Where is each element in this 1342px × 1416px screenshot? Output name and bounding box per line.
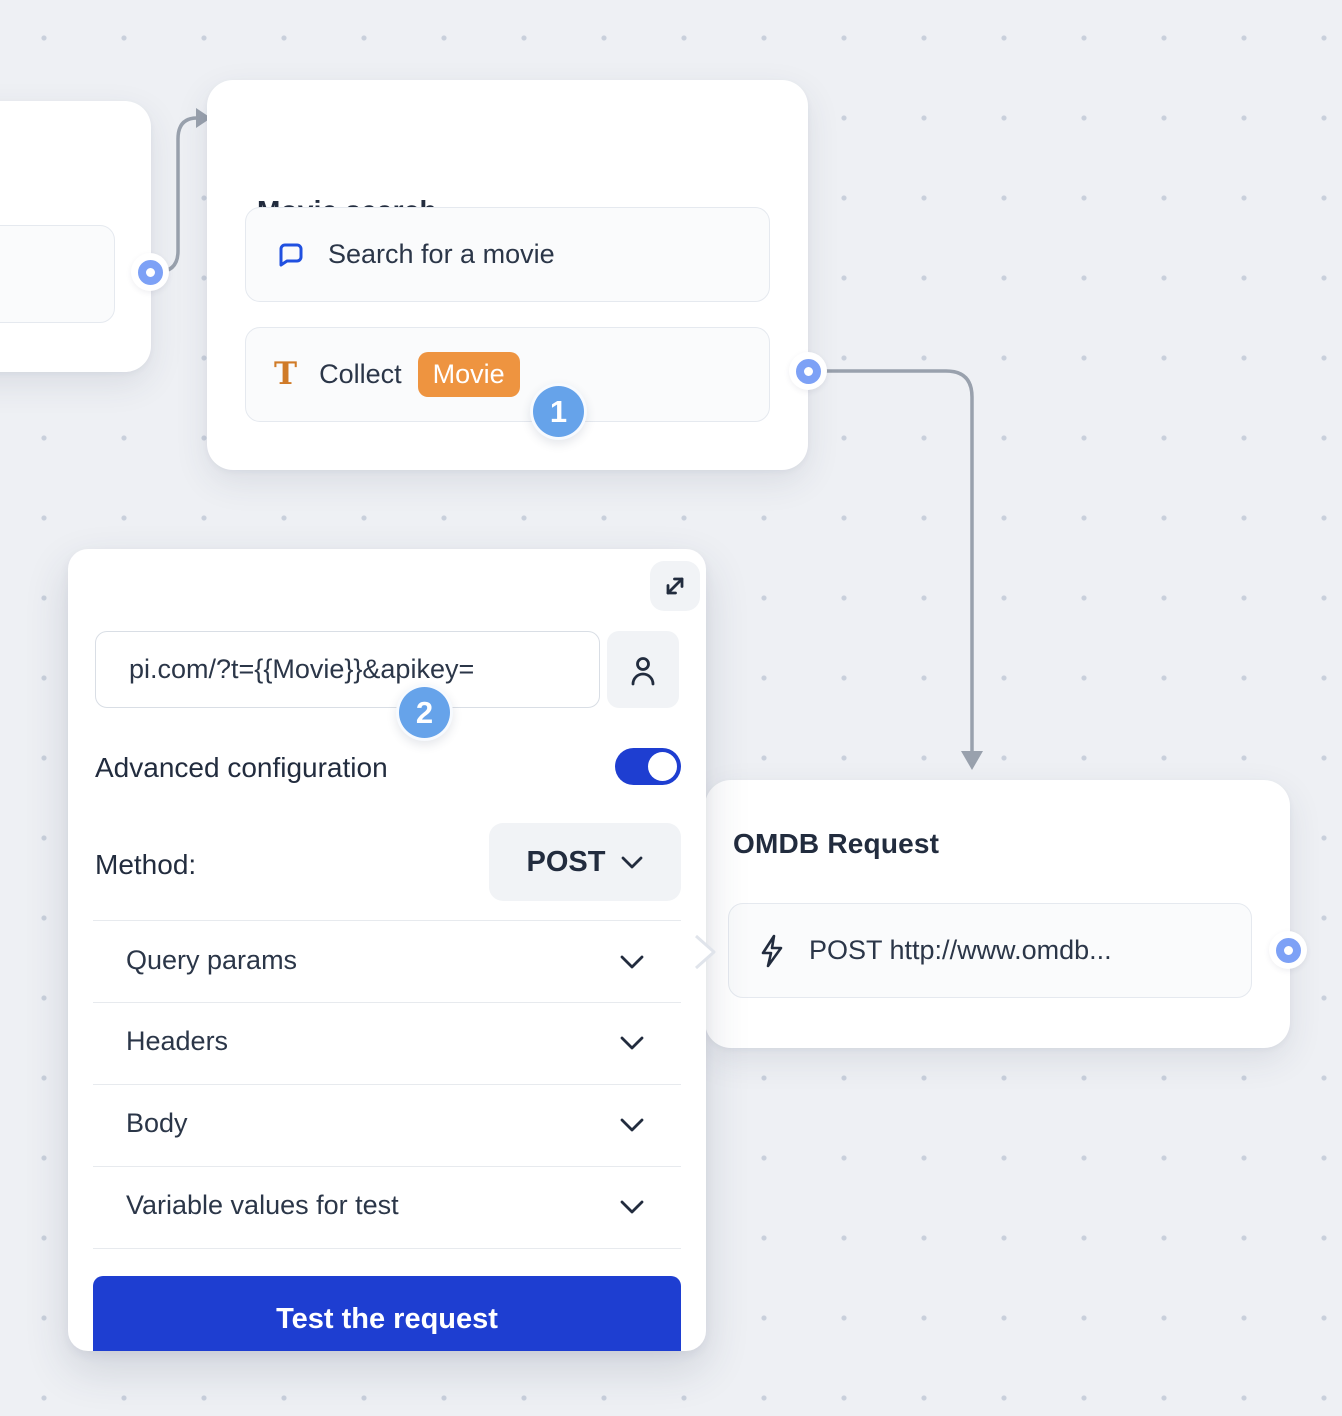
section-body[interactable]: Body xyxy=(126,1108,188,1138)
port-ring xyxy=(1275,937,1301,963)
connector-movie-to-omdb xyxy=(810,369,974,753)
toggle-knob xyxy=(648,752,677,781)
collect-block-label: Collect xyxy=(319,359,402,389)
method-value: POST xyxy=(526,845,606,878)
chevron-down-icon[interactable] xyxy=(620,955,644,974)
divider xyxy=(93,1002,681,1003)
test-request-button[interactable]: Test the request xyxy=(93,1276,681,1351)
webhook-config-panel: Advanced configuration Method: POST Quer… xyxy=(68,549,706,1351)
person-icon xyxy=(626,652,660,688)
chevron-down-icon xyxy=(621,856,643,869)
step-badge-1: 1 xyxy=(530,383,587,440)
step-badge-2: 2 xyxy=(396,684,453,741)
method-dropdown[interactable]: POST xyxy=(489,823,681,901)
divider xyxy=(93,1248,681,1249)
webhook-block-label: POST http://www.omdb... xyxy=(809,935,1112,965)
chevron-down-icon[interactable] xyxy=(620,1118,644,1137)
expand-panel-button[interactable] xyxy=(650,561,700,611)
connector-left-to-movie xyxy=(150,116,199,274)
node-movie-search[interactable]: Movie search Search for a movie T Collec… xyxy=(207,80,808,470)
method-label: Method: xyxy=(95,849,197,880)
port-movie-search-output[interactable] xyxy=(789,352,827,390)
port-left-node-output[interactable] xyxy=(131,253,169,291)
panel-pointer-chevron xyxy=(694,934,720,975)
node-omdb-title: OMDB Request xyxy=(733,828,940,859)
message-block[interactable]: Search for a movie xyxy=(245,207,770,302)
section-query-params[interactable]: Query params xyxy=(126,945,298,975)
chevron-down-icon[interactable] xyxy=(620,1036,644,1055)
collect-block[interactable]: T Collect Movie xyxy=(245,327,770,422)
divider xyxy=(93,1166,681,1167)
text-input-icon: T xyxy=(274,356,298,392)
arrowhead-into-omdb xyxy=(961,751,983,770)
node-partial-left-item[interactable] xyxy=(0,225,115,323)
section-headers[interactable]: Headers xyxy=(126,1026,229,1056)
message-block-label: Search for a movie xyxy=(328,239,555,269)
section-variable-values[interactable]: Variable values for test xyxy=(126,1190,399,1220)
divider xyxy=(93,920,681,921)
port-ring xyxy=(137,259,163,285)
divider xyxy=(93,1084,681,1085)
variable-chip-movie[interactable]: Movie xyxy=(417,352,520,397)
advanced-config-label: Advanced configuration xyxy=(95,752,388,783)
chevron-down-icon[interactable] xyxy=(620,1200,644,1219)
expand-icon xyxy=(660,571,690,601)
port-omdb-output[interactable] xyxy=(1269,931,1307,969)
auth-user-button[interactable] xyxy=(607,631,679,708)
webhook-block[interactable]: POST http://www.omdb... xyxy=(728,903,1252,998)
request-url-input[interactable] xyxy=(95,631,600,708)
port-ring xyxy=(795,358,821,384)
lightning-icon xyxy=(757,934,787,968)
node-partial-left[interactable] xyxy=(0,101,151,372)
node-omdb-request[interactable]: OMDB Request POST http://www.omdb... xyxy=(705,780,1290,1048)
advanced-config-toggle[interactable] xyxy=(615,748,681,785)
chat-bubble-icon xyxy=(274,239,306,271)
